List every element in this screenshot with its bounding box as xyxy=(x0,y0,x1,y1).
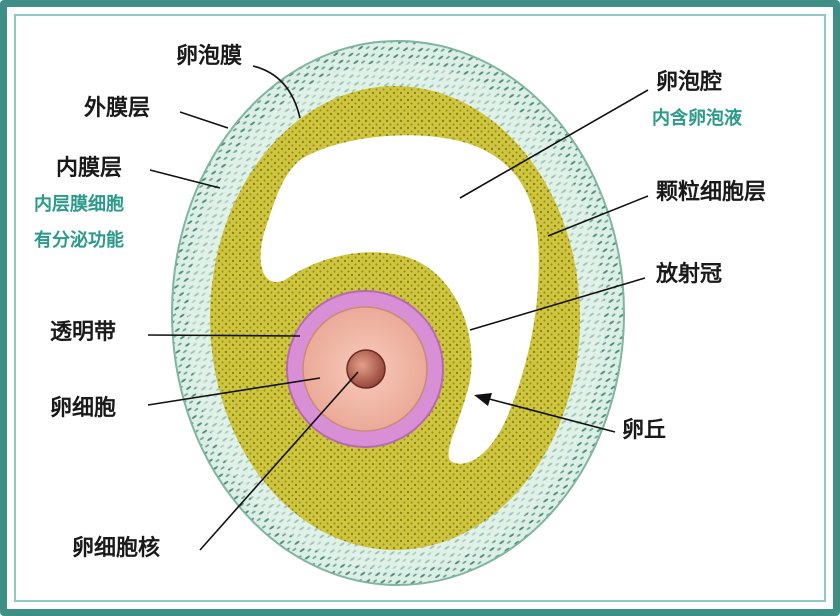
label-theca-interna: 内膜层 xyxy=(56,156,123,181)
frame-inner-border xyxy=(14,14,826,602)
leader-granulosa xyxy=(547,195,649,237)
antrum-cavity xyxy=(260,135,539,464)
leader-zona xyxy=(147,334,301,337)
label-oocyte: 卵细胞 xyxy=(50,396,117,421)
leader-corona xyxy=(469,277,646,331)
leader-theca-externa xyxy=(179,111,229,129)
label-oocyte-nucleus: 卵细胞核 xyxy=(72,536,161,561)
leader-theca-interna xyxy=(149,169,221,189)
note-theca-interna-2: 有分泌功能 xyxy=(34,230,124,251)
leader-lines xyxy=(147,65,649,551)
label-corona-radiata: 放射冠 xyxy=(656,262,723,287)
leader-antrum xyxy=(459,89,649,199)
note-theca-interna-1: 内层膜细胞 xyxy=(34,194,124,215)
label-follicle-membrane: 卵泡膜 xyxy=(176,44,243,69)
note-antrum: 内含卵泡液 xyxy=(652,108,742,129)
label-cumulus: 卵丘 xyxy=(622,418,667,443)
label-zona-pellucida: 透明带 xyxy=(50,320,117,345)
leader-cumulus xyxy=(477,395,616,433)
oocyte-nucleus xyxy=(346,349,386,389)
label-granulosa-layer: 颗粒细胞层 xyxy=(656,180,767,205)
leader-follicle-membrane xyxy=(252,65,301,119)
label-theca-externa: 外膜层 xyxy=(84,96,151,121)
label-antrum: 卵泡腔 xyxy=(656,70,723,95)
leader-oocyte xyxy=(147,377,321,406)
leader-nucleus xyxy=(199,371,359,551)
cumulus-arrowhead xyxy=(474,393,492,406)
